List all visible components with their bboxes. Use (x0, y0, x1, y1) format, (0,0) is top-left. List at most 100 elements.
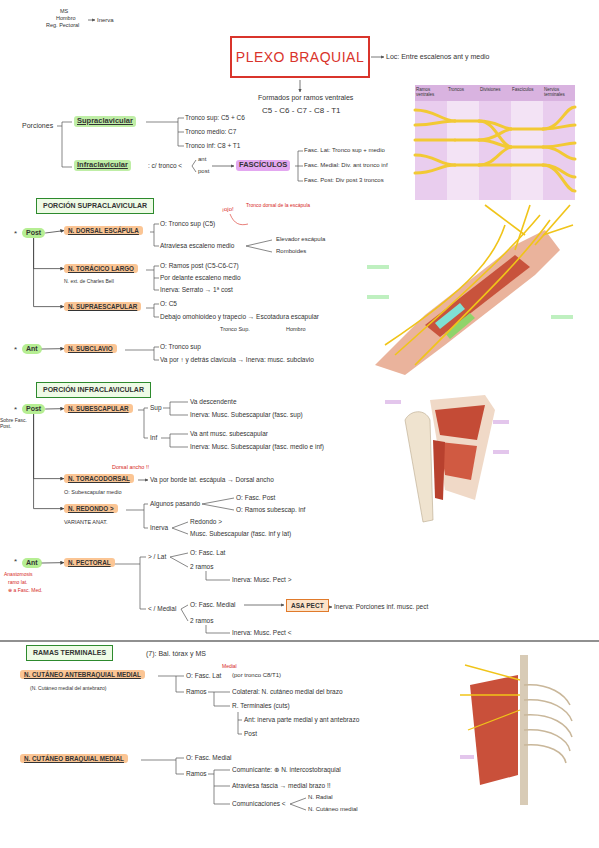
node-text: Ant (26, 559, 38, 567)
bracket-lines (57, 118, 306, 810)
note-text: ant (198, 156, 206, 163)
nerve-box: N. SUBCLAVIO (64, 344, 117, 353)
note-text: O: C5 (160, 300, 177, 307)
arm-tag (367, 295, 389, 299)
note-text: 2 ramos (190, 617, 213, 624)
note-text: O: Tronco sup (160, 343, 201, 350)
node-text: RAMAS TERMINALES (33, 649, 106, 657)
note-text: Inerva (97, 17, 114, 24)
note-text: Romboides (276, 248, 306, 255)
section-box: PORCIÓN SUPRACLAVICULAR (36, 198, 154, 214)
note-text: Colateral: N. cutáneo medial del brazo (232, 688, 343, 695)
note-text: C5 - C6 - C7 - C8 - T1 (262, 106, 341, 115)
note-text: Sup (150, 404, 162, 411)
branch-arrow (45, 231, 64, 233)
note-text: Divisiones (480, 87, 510, 92)
note-text: Por delante escaleno medio (160, 274, 241, 281)
node-text: N. SUPRAESCAPULAR (68, 303, 137, 310)
arm-skin (375, 230, 560, 375)
branch-arrow (42, 562, 64, 563)
note-text: N. ext. de Charles Bell (64, 279, 114, 285)
portion-highlight: Infraclavicular (74, 160, 131, 171)
note-text: Tronco dorsal de la escápula (246, 203, 316, 209)
note-text: Ramos ventrales (416, 87, 446, 97)
note-text: ⊕ a Fasc. Med. (8, 588, 42, 594)
leader-arrows (88, 20, 384, 607)
note-text: ¡ojo! (222, 206, 234, 213)
node-text: FASCÍCULOS (239, 161, 287, 170)
portion-highlight: Supraclavicular (74, 116, 136, 127)
node-text: PLEXO BRAQUIAL (236, 49, 364, 65)
scheme-band (479, 85, 511, 200)
note-text: Atraviesa fascia → medial brazo !! (232, 782, 331, 789)
arm-tag (367, 265, 389, 269)
note-text: 2 ramos (190, 563, 213, 570)
leader-tag (493, 420, 509, 424)
note-text: Hombro (56, 15, 76, 21)
note-text: * (14, 405, 17, 414)
branch-tag: Post (22, 404, 45, 414)
note-text: Va ant musc. subescapular (190, 430, 268, 437)
note-text: Atraviesa escaleno medio (160, 242, 234, 249)
note-text: * (14, 345, 17, 354)
note-text: Reg. Pectoral (46, 22, 79, 28)
note-text: N. Radial (308, 794, 333, 801)
note-text: N. Cutáneo medial (308, 806, 358, 813)
nerve-box: N. PECTORAL (64, 558, 115, 567)
branch-arrow (34, 414, 64, 509)
note-text: MS (60, 8, 68, 14)
note-text: O: Ramos subescap. inf (236, 506, 305, 513)
section-box: RAMAS TERMINALES (26, 645, 113, 661)
note-text: Dorsal ancho !! (112, 464, 149, 470)
nerve-box: N. TORÁCICO LARGO (64, 264, 138, 273)
muscle (470, 675, 518, 785)
note-text: R. Terminales (cuts) (232, 702, 290, 709)
nerve-box: N. TORACODORSAL (64, 474, 134, 483)
torso-illustration (460, 655, 572, 805)
branch-arrow (34, 238, 64, 307)
note-text: O: Fasc. Lat (186, 672, 221, 679)
branch-arrow (42, 348, 64, 349)
note-text: Algunos pasando (150, 500, 200, 507)
leader-tag (493, 450, 509, 454)
note-text: Inerva: Musc. Pect > (232, 576, 291, 583)
node-text: N. TORACODORSAL (68, 475, 130, 482)
nerve-box: N. DORSAL ESCÁPULA (64, 226, 143, 235)
section-box: PORCIÓN INFRACLAVICULAR (36, 382, 151, 398)
node-text: N. TORÁCICO LARGO (68, 265, 134, 272)
note-text: Inerva: Musc. Subescapular (fasc. sup) (190, 411, 303, 418)
note-text: O: Subescapular medio (64, 489, 121, 495)
node-text: N. CUTÁNEO ANTEBRAQUIAL MEDIAL (24, 671, 141, 678)
ribs (524, 685, 572, 763)
note-text: Hombro (286, 326, 306, 332)
note-text: Medial (222, 664, 237, 670)
muscle (440, 442, 477, 480)
note-text: Fasc. Post: Div post 3 troncos (304, 177, 384, 184)
note-text: Tronco sup: C5 + C6 (185, 114, 245, 121)
note-text: Ant: inerva parte medial y ant antebrazo (244, 716, 359, 723)
note-text: O: Ramos post (C5-C6-C7) (160, 262, 239, 269)
node-text: N. CUTÁNEO BRAQUIAL MEDIAL (24, 755, 124, 762)
nerve-box: N. CUTÁNEO BRAQUIAL MEDIAL (20, 754, 128, 763)
branch-tag: Ant (22, 558, 42, 568)
note-text: Tronco medio: C7 (185, 128, 236, 135)
note-text: > / Lat (148, 553, 166, 560)
node-text: Post (26, 405, 41, 413)
note-text: Ramos (186, 688, 207, 695)
note-text: (7): Bal. tórax y MS (146, 650, 206, 658)
note-text: Anastomosis (4, 572, 33, 578)
node-text: Ant (26, 345, 38, 353)
note-text: Fasc. Lat: Tronco sup + medio (304, 147, 385, 154)
loop-box: ASA PECT (286, 599, 329, 612)
note-text: Post (244, 730, 257, 737)
node-text: N. DORSAL ESCÁPULA (68, 227, 139, 234)
note-text: Elevador escápula (276, 236, 325, 243)
node-text: PORCIÓN INFRACLAVICULAR (43, 386, 144, 394)
note-text: Comunicante: ⊕ N. intercostobraquial (232, 766, 341, 773)
nerve-box: N. REDONDO > (64, 504, 118, 513)
note-text: Fasc. Medial: Div. ant tronco inf (304, 162, 388, 169)
branch-tag: Ant (22, 344, 42, 354)
scheme-nerves (415, 107, 575, 191)
note-text: Tronco inf: C8 + T1 (185, 142, 240, 149)
